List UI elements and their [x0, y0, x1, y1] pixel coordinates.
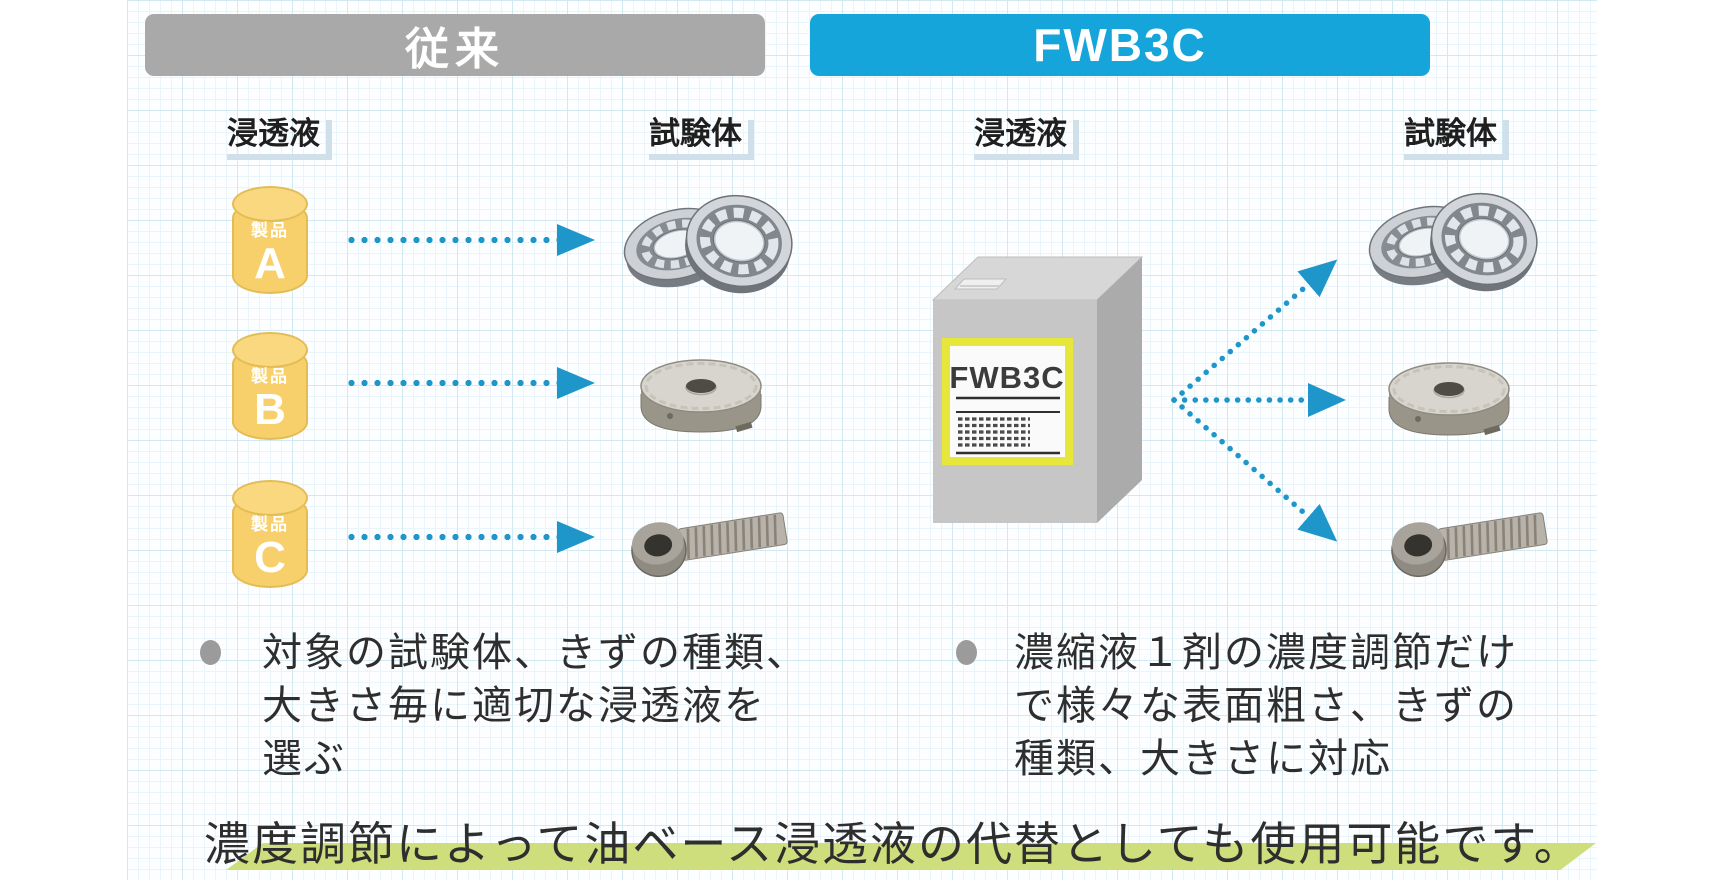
cylinder-top [232, 332, 308, 368]
cylinder-text: 製品 C [232, 510, 308, 581]
note-line: で様々な表面粗さ、きずの [1014, 684, 1518, 728]
right-specimen-label: 試験体 [1398, 114, 1503, 154]
fwb3c-container-image: FWB3C [931, 256, 1144, 523]
product-prefix: 製品 [251, 515, 289, 534]
metal-disc-image [640, 359, 762, 433]
arrow-to-bolt [1171, 397, 1338, 542]
dotted-arrow-right-icon [345, 367, 597, 399]
cylinder-text: 製品 A [232, 216, 308, 287]
arrow-head [557, 224, 595, 256]
cylinder-top [232, 186, 308, 222]
product-prefix: 製品 [251, 367, 289, 386]
right-panel-header: FWB3C [810, 14, 1430, 76]
note-line: 濃縮液１剤の濃度調節だけ [1014, 631, 1518, 675]
product-letter: B [254, 385, 286, 434]
graph-paper-background [127, 0, 1597, 880]
bolt-image [1391, 512, 1548, 578]
bullet-icon [200, 640, 221, 665]
dotted-arrow-right-icon [345, 224, 597, 256]
bolt-image [631, 512, 788, 578]
left-bullet-note: 対象の試験体、きずの種類、 大きさ毎に適切な浸透液を 選ぶ [262, 627, 808, 786]
cylinder-text: 製品 B [232, 362, 308, 433]
left-penetrant-label: 浸透液 [221, 114, 326, 154]
left-specimen-label: 試験体 [643, 114, 748, 154]
arrow-dots [345, 379, 557, 387]
ball-bearings-image [1368, 192, 1538, 292]
ball-bearings-image [623, 194, 793, 294]
arrow-head [557, 367, 595, 399]
right-bullet-note: 濃縮液１剤の濃度調節だけ で様々な表面粗さ、きずの 種類、大きさに対応 [1014, 627, 1518, 786]
dotted-arrow-right-icon [345, 521, 597, 553]
product-b-cylinder: 製品 B [232, 332, 308, 440]
note-line: 選ぶ [262, 737, 346, 781]
container-label-text: FWB3C [949, 360, 1064, 395]
fanout-arrows-icon [1171, 259, 1346, 542]
product-c-cylinder: 製品 C [232, 480, 308, 588]
bullet-icon [956, 640, 977, 665]
metal-disc-image [1388, 362, 1510, 436]
green-marker-highlight [226, 843, 1596, 870]
note-line: 大きさ毎に適切な浸透液を [262, 684, 766, 728]
product-a-cylinder: 製品 A [232, 186, 308, 294]
cylinder-top [232, 480, 308, 516]
arrow-head [557, 521, 595, 553]
arrow-dots [345, 533, 557, 541]
arrow-to-bearings [1171, 259, 1338, 403]
footer-note: 濃度調節によって油ベース浸透液の代替としても使用可能です。 [204, 818, 1582, 870]
note-line: 対象の試験体、きずの種類、 [262, 631, 808, 675]
product-letter: C [254, 533, 286, 582]
container-right-face [1097, 257, 1142, 523]
product-letter: A [254, 239, 286, 288]
left-panel-header: 従来 [145, 14, 765, 76]
product-prefix: 製品 [251, 221, 289, 240]
container-cap [953, 278, 1008, 290]
right-penetrant-label: 浸透液 [968, 114, 1073, 154]
arrow-dots [345, 236, 557, 244]
note-line: 種類、大きさに対応 [1014, 737, 1392, 781]
